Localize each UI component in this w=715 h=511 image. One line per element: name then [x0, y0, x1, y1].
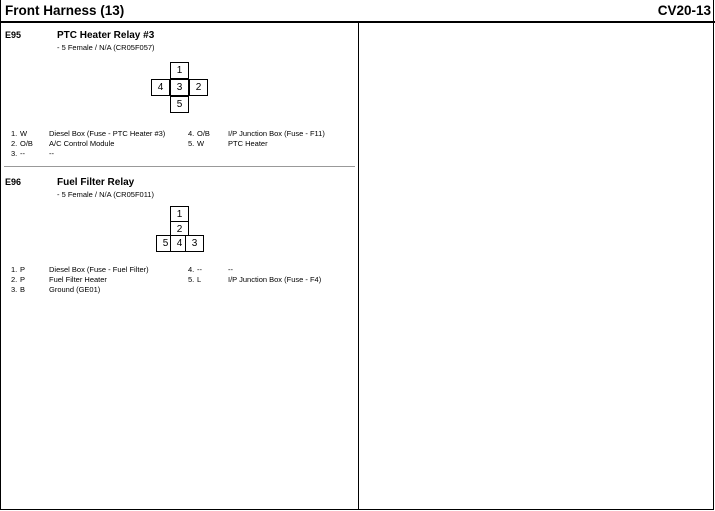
- pin-desc: I/P Junction Box (Fuse - F11): [228, 129, 325, 138]
- pin-desc: Ground (GE01): [49, 285, 101, 294]
- pin-number: 2.: [11, 139, 18, 148]
- connector-name: PTC Heater Relay #3: [57, 30, 155, 41]
- pin-color: O/B: [197, 129, 210, 138]
- pin-color: --: [197, 265, 202, 274]
- pin-desc: Diesel Box (Fuse - PTC Heater #3): [49, 129, 166, 138]
- face-pin: 3: [185, 235, 204, 252]
- pin-number: 2.: [11, 275, 18, 284]
- connector-id: E95: [5, 30, 22, 40]
- pin-desc: PTC Heater: [228, 139, 268, 148]
- pin-number: 5.: [188, 275, 195, 284]
- pin-desc: Diesel Box (Fuse - Fuel Filter): [49, 265, 149, 274]
- face-pin: 1: [170, 62, 189, 79]
- page-title: Front Harness (13): [5, 3, 125, 18]
- face-pin: 4: [151, 79, 170, 96]
- pin-desc: Fuel Filter Heater: [49, 275, 107, 284]
- connector-spec: - 5 Female / N/A (CR05F011): [57, 190, 154, 199]
- pin-color: O/B: [20, 139, 33, 148]
- face-pin: 3: [170, 79, 189, 96]
- page-header: Front Harness (13) CV20-13: [1, 0, 715, 23]
- connector-name: Fuel Filter Relay: [57, 177, 135, 188]
- connector-spec: - 5 Female / N/A (CR05F057): [57, 43, 155, 52]
- section-divider: [4, 166, 355, 167]
- pin-color: L: [197, 275, 202, 284]
- pin-color: P: [20, 265, 26, 274]
- face-pin: 5: [170, 96, 189, 113]
- pin-number: 5.: [188, 139, 195, 148]
- pin-desc: I/P Junction Box (Fuse - F4): [228, 275, 322, 284]
- face-pin: 1: [170, 206, 189, 222]
- connector-id: E96: [5, 177, 22, 187]
- pin-color: --: [20, 149, 25, 158]
- pin-number: 3.: [11, 149, 18, 158]
- pin-desc: A/C Control Module: [49, 139, 115, 148]
- pin-color: P: [20, 275, 26, 284]
- pin-number: 1.: [11, 265, 18, 274]
- pin-number: 4.: [188, 265, 195, 274]
- face-pin: 2: [189, 79, 208, 96]
- pin-desc: --: [228, 265, 233, 274]
- pin-number: 3.: [11, 285, 18, 294]
- pin-desc: --: [49, 149, 54, 158]
- pin-color: W: [197, 139, 205, 148]
- pin-color: W: [20, 129, 28, 138]
- column-divider: [358, 23, 359, 510]
- face-pin: 2: [170, 221, 189, 236]
- page-code: CV20-13: [657, 3, 711, 18]
- pin-number: 4.: [188, 129, 195, 138]
- pin-number: 1.: [11, 129, 18, 138]
- pin-color: B: [20, 285, 26, 294]
